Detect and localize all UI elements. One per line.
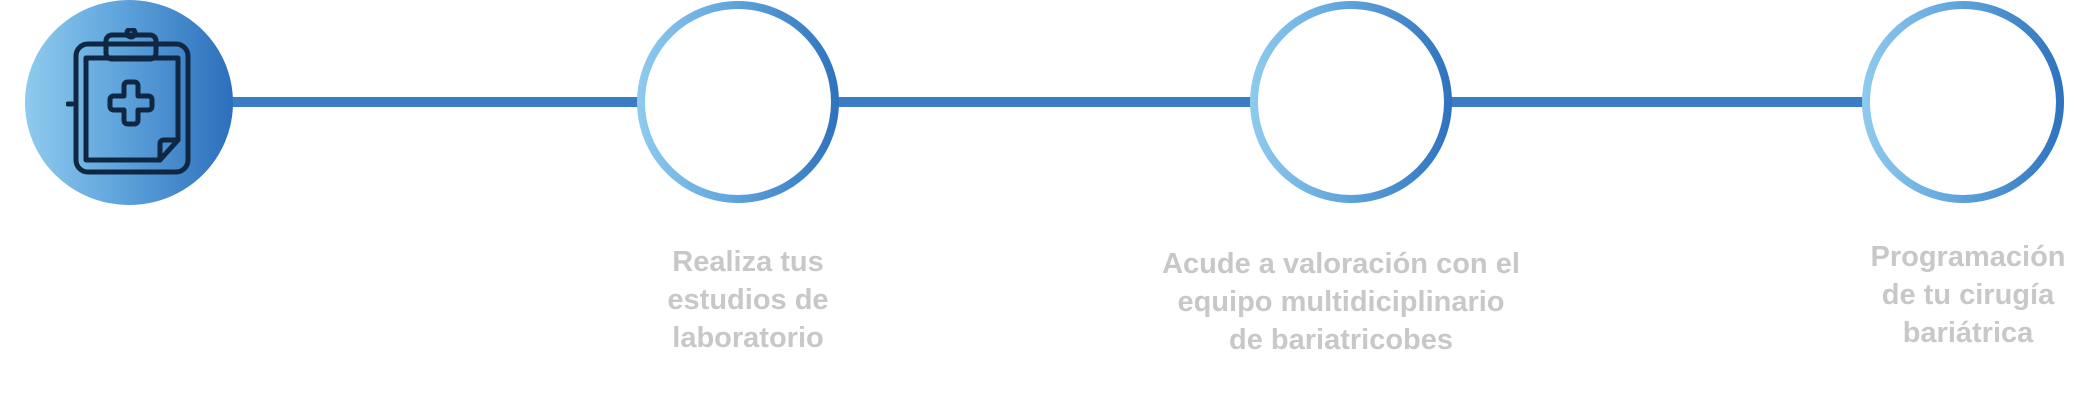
step-2-label: Realiza tus estudios de laboratorio: [667, 246, 829, 354]
step-4-label: Programación de tu cirugía bariátrica: [1870, 241, 2066, 349]
step-4-node[interactable]: [1862, 1, 2064, 203]
clipboard-medical-icon: [66, 28, 191, 175]
step-3-label: Acude a valoración con el equipo multidi…: [1162, 248, 1520, 356]
connector-line-3: [1447, 97, 1867, 107]
step-3-node-inner: [1258, 9, 1444, 195]
step-2-node[interactable]: [637, 1, 839, 203]
connector-line-2: [835, 97, 1255, 107]
step-3-node[interactable]: [1250, 1, 1452, 203]
step-4-node-inner: [1870, 9, 2056, 195]
step-1-node[interactable]: [25, 0, 233, 205]
step-2-node-inner: [645, 9, 831, 195]
connector-line-1: [228, 97, 643, 107]
